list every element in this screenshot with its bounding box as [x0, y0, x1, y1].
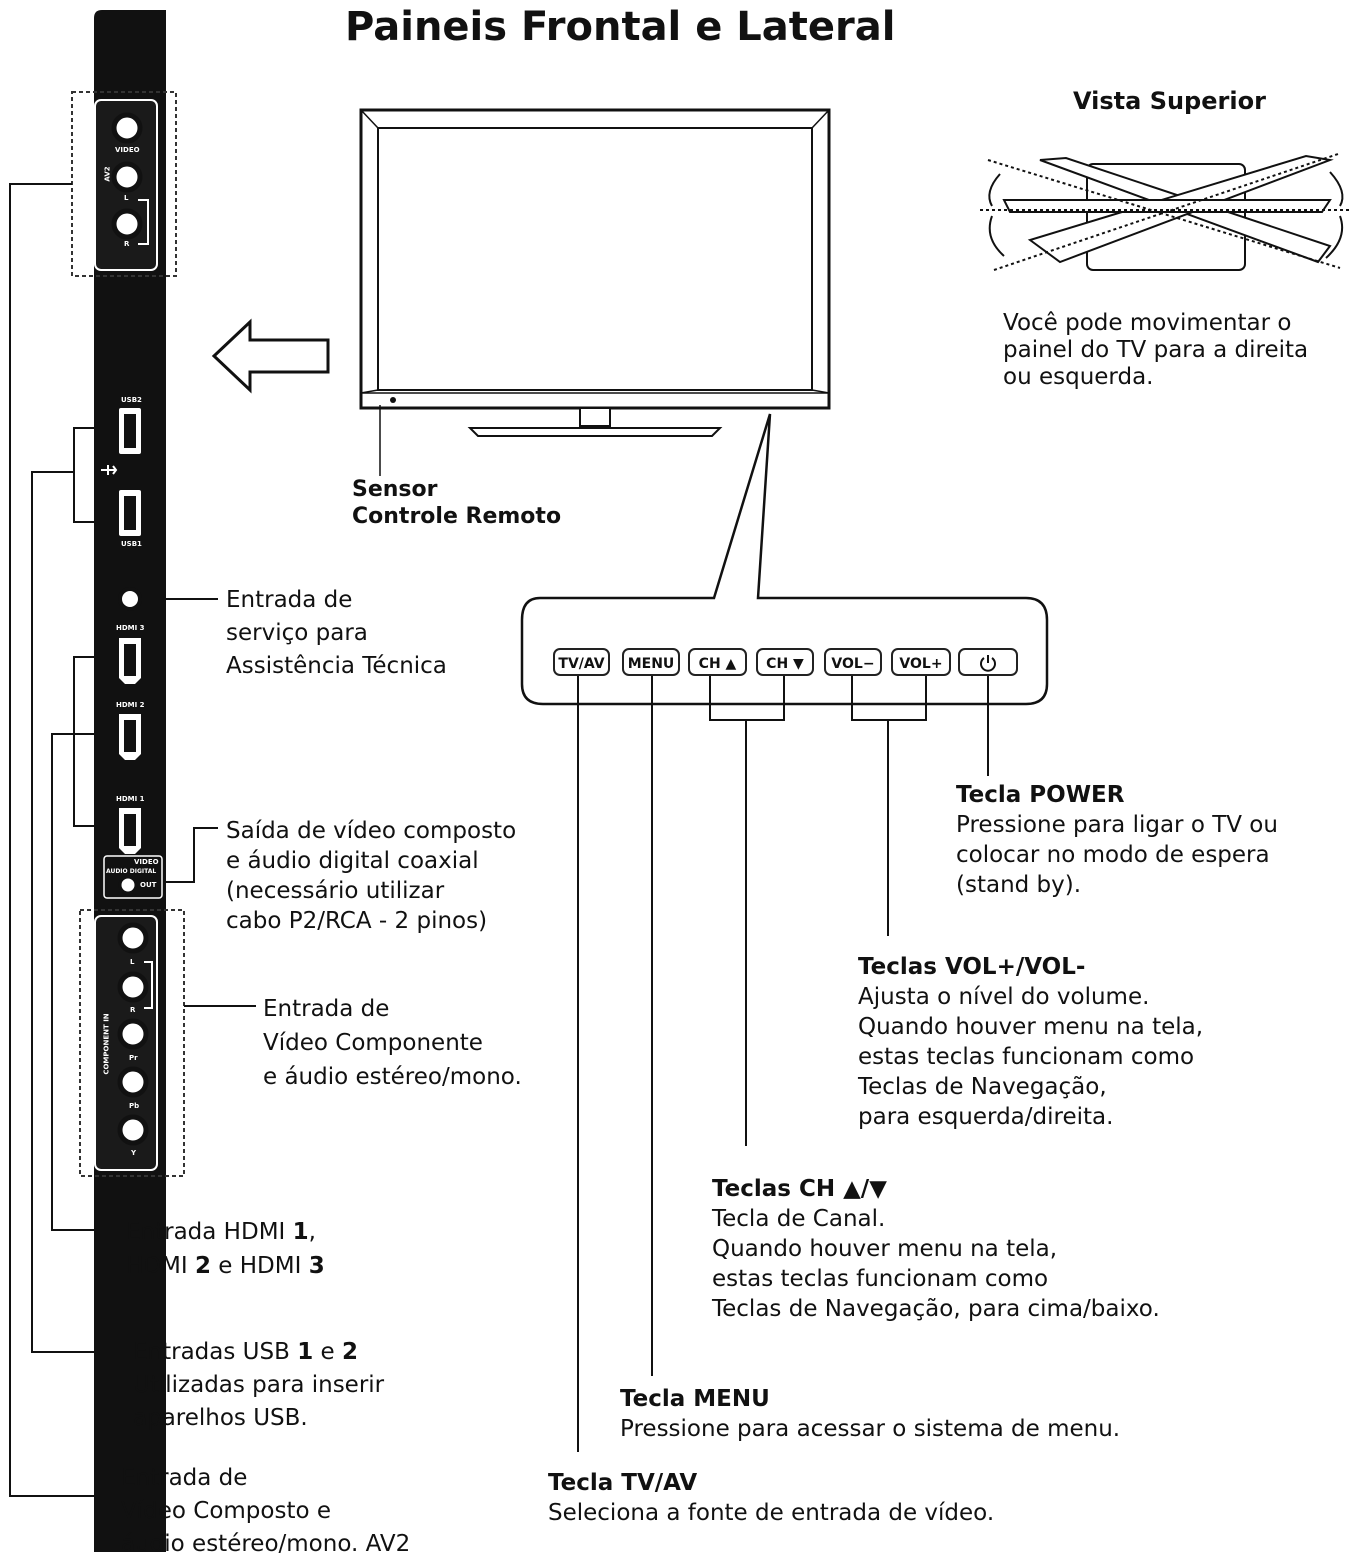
top-view-heading: Vista Superior	[1073, 87, 1266, 115]
video-out-callout: Saída de vídeo composto e áudio digital …	[226, 818, 517, 934]
video-out-jack	[118, 875, 138, 895]
vol-up-key[interactable]: VOL+	[891, 648, 951, 676]
pb-label: Pb	[129, 1102, 140, 1110]
video-port-label: VIDEO	[115, 146, 140, 154]
component-callout: Entrada de Vídeo Componente e áudio esté…	[263, 996, 522, 1090]
video-out-label: VIDEO	[134, 858, 159, 866]
l-port-label: L	[124, 194, 129, 202]
ch-description: Teclas CH ▲/▼ Tecla de Canal. Quando hou…	[712, 1176, 1160, 1322]
y-label: Y	[131, 1149, 137, 1157]
r-port-label: R	[124, 240, 130, 248]
usb-callout: Entradas USB 1 e 2 Utilizadas para inser…	[133, 1339, 385, 1431]
usb1-label: USB1	[121, 540, 142, 548]
vol-description: Teclas VOL+/VOL- Ajusta o nível do volum…	[858, 954, 1204, 1130]
vol-down-key[interactable]: VOL−	[824, 648, 882, 676]
left-arrow	[211, 318, 330, 394]
hdmi2-label: HDMI 2	[116, 701, 145, 709]
keys-callout-bubble	[520, 413, 1049, 706]
power-icon	[980, 655, 996, 672]
side-leader-lines	[9, 183, 256, 1497]
top-view-caption: Você pode movimentar o painel do TV para…	[1003, 310, 1309, 390]
usb2-label: USB2	[121, 396, 142, 404]
tvav-description: Tecla TV/AV Seleciona a fonte de entrada…	[548, 1470, 995, 1526]
service-jack	[118, 587, 142, 611]
component-jacks	[117, 922, 149, 1146]
power-key[interactable]	[958, 648, 1018, 676]
menu-key[interactable]: MENU	[622, 648, 680, 676]
service-callout: Entrada de serviço para Assistência Técn…	[226, 587, 447, 679]
hdmi1-label: HDMI 1	[116, 795, 145, 803]
side-panel	[71, 10, 185, 1552]
component-r-label: R	[130, 1006, 136, 1014]
ch-down-key[interactable]: CH ▼	[756, 648, 814, 676]
ch-up-key[interactable]: CH ▲	[688, 648, 747, 676]
tvav-key[interactable]: TV/AV	[553, 648, 610, 676]
out-label: OUT	[140, 881, 157, 889]
component-group-frame	[79, 909, 185, 1177]
tv-front-view	[359, 108, 831, 476]
sensor-label: Sensor Controle Remoto	[352, 477, 562, 529]
key-leader-lines	[577, 676, 989, 1452]
power-description: Tecla POWER Pressione para ligar o TV ou…	[956, 782, 1278, 898]
av2-port-label: AV2	[103, 166, 112, 182]
component-l-label: L	[130, 958, 135, 966]
tv-top-view	[980, 153, 1350, 271]
menu-description: Tecla MENU Pressione para acessar o sist…	[620, 1386, 1121, 1442]
audio-digital-label: AUDIO DIGITAL	[106, 868, 157, 875]
av2-jacks	[111, 112, 143, 240]
pr-label: Pr	[129, 1054, 138, 1062]
page-title: Paineis Frontal e Lateral	[345, 4, 896, 50]
usb-ports	[101, 408, 141, 536]
av2-callout: Entrada de Vídeo Composto e áudio estére…	[121, 1465, 411, 1557]
hdmi3-label: HDMI 3	[116, 624, 145, 632]
hdmi-callout: Entrada HDMI 1, HDMI 2 e HDMI 3	[126, 1219, 325, 1279]
component-in-label: COMPONENT IN	[102, 1013, 111, 1075]
